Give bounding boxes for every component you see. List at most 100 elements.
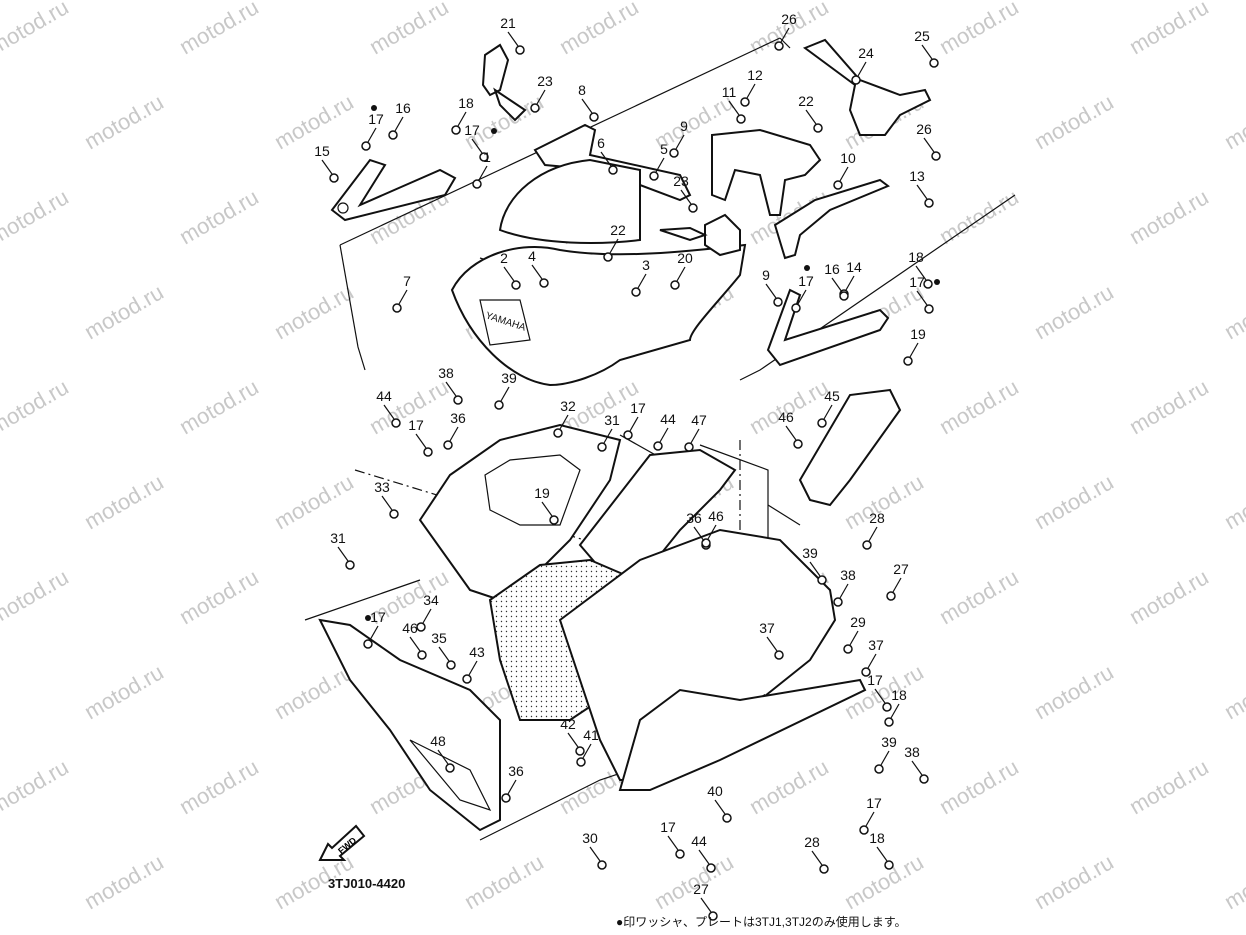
fastener-48	[445, 763, 455, 773]
callout-44: 44	[376, 388, 392, 404]
callout-9: 9	[762, 267, 770, 283]
leader-line	[916, 290, 928, 306]
leader-line	[383, 404, 395, 420]
fastener-9	[669, 148, 679, 158]
callout-39: 39	[802, 545, 818, 561]
fasteners	[329, 41, 941, 921]
callout-43: 43	[469, 644, 485, 660]
fastener-16	[388, 130, 398, 140]
leader-line	[766, 636, 778, 652]
fastener-16	[839, 291, 849, 301]
leader-line	[690, 428, 700, 444]
leader-line	[839, 583, 849, 599]
callout-18: 18	[908, 249, 924, 265]
leader-line	[409, 636, 421, 652]
part-7-upper-cowling: YAMAHA	[450, 243, 747, 387]
callout-17: 17	[866, 795, 882, 811]
fastener-17	[423, 447, 433, 457]
leader-line	[892, 577, 902, 593]
callout-7: 7	[403, 273, 411, 289]
leader-line	[909, 342, 919, 358]
fastener-2	[511, 280, 521, 290]
fastener-43	[462, 674, 472, 684]
leader-line	[503, 266, 515, 282]
fastener-24	[851, 75, 861, 85]
fastener-38	[919, 774, 929, 784]
callout-39: 39	[881, 734, 897, 750]
callout-38: 38	[840, 567, 856, 583]
fastener-17	[361, 141, 371, 151]
leader-line	[746, 83, 756, 99]
callout-9: 9	[680, 118, 688, 134]
leader-line	[659, 427, 669, 443]
leader-line	[915, 265, 927, 281]
fastener-3	[631, 287, 641, 297]
callout-31: 31	[330, 530, 346, 546]
callout-18: 18	[869, 830, 885, 846]
leader-line	[655, 157, 665, 173]
part-31-inner-panel	[418, 423, 622, 602]
fastener-38	[453, 395, 463, 405]
leader-line	[581, 98, 593, 114]
part-45-cover	[798, 388, 902, 507]
fastener-18	[923, 279, 933, 289]
callout-28: 28	[869, 510, 885, 526]
fastener-39	[817, 575, 827, 585]
forward-arrow-icon: FWD	[318, 824, 366, 861]
leader-line	[707, 524, 717, 540]
callout-46: 46	[778, 409, 794, 425]
leader-line	[541, 501, 553, 517]
leader-line	[559, 414, 569, 430]
callout-36: 36	[450, 410, 466, 426]
leader-line	[849, 630, 859, 646]
fastener-18	[451, 125, 461, 135]
callout-42: 42	[560, 716, 576, 732]
fastener-45	[817, 418, 827, 428]
fastener-44	[653, 441, 663, 451]
fastener-18	[884, 860, 894, 870]
callout-22: 22	[798, 93, 814, 109]
callout-26: 26	[781, 11, 797, 27]
leader-line	[693, 526, 705, 542]
leader-line	[667, 835, 679, 851]
fastener-19	[903, 356, 913, 366]
callout-8: 8	[578, 82, 586, 98]
leader-line	[811, 850, 823, 866]
callout-12: 12	[747, 67, 763, 83]
fastener-39	[874, 764, 884, 774]
callout-22: 22	[610, 222, 626, 238]
leader-line	[880, 750, 890, 766]
fastener-9	[773, 297, 783, 307]
bullet-markers	[365, 105, 940, 621]
callout-17: 17	[408, 417, 424, 433]
leader-line	[921, 44, 933, 60]
callout-30: 30	[582, 830, 598, 846]
leader-line	[629, 416, 639, 432]
callout-23: 23	[537, 73, 553, 89]
fastener-19	[549, 515, 559, 525]
callout-31: 31	[604, 412, 620, 428]
leader-line	[916, 184, 928, 200]
leader-line	[876, 846, 888, 862]
fastener-28	[862, 540, 872, 550]
callout-44: 44	[691, 833, 707, 849]
leader-line	[422, 608, 432, 624]
callout-27: 27	[893, 561, 909, 577]
fastener-13	[924, 198, 934, 208]
fastener-18	[884, 717, 894, 727]
fastener-36	[443, 440, 453, 450]
part-11-stay	[711, 128, 822, 216]
callout-16: 16	[824, 261, 840, 277]
callout-3: 3	[642, 257, 650, 273]
fastener-38	[833, 597, 843, 607]
leader-line	[831, 277, 843, 293]
callout-19: 19	[534, 485, 550, 501]
fastener-46	[417, 650, 427, 660]
callout-17: 17	[867, 672, 883, 688]
leader-line	[857, 61, 867, 77]
fastener-47	[684, 442, 694, 452]
leader-line	[381, 495, 393, 511]
part-20-mirror	[659, 213, 741, 257]
callout-25: 25	[914, 28, 930, 44]
callout-6: 6	[597, 135, 605, 151]
